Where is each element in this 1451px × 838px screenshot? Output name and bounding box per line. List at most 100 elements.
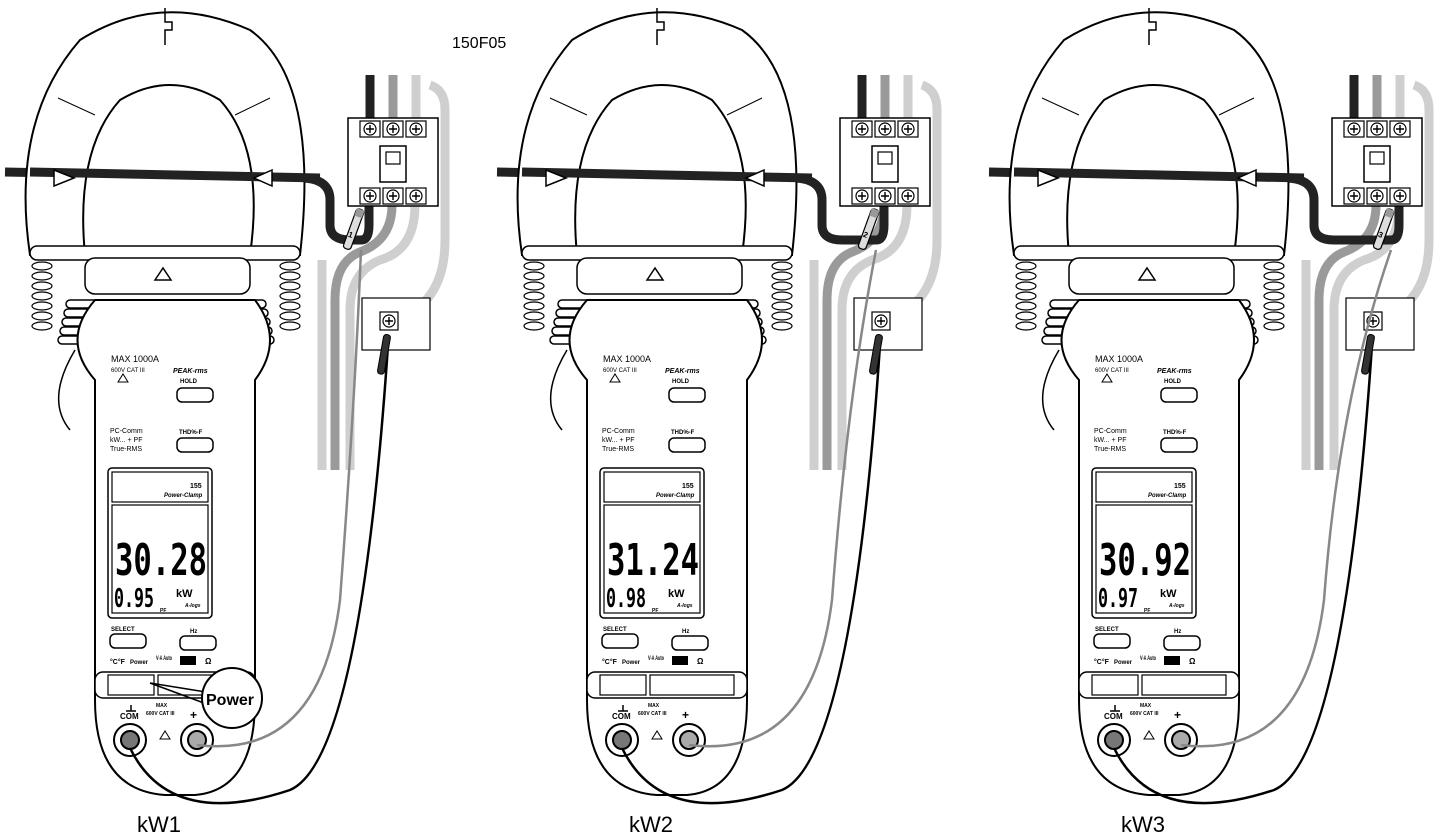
- power-callout-label: Power: [206, 692, 254, 709]
- voltage-lead-to-phase: [196, 249, 363, 748]
- com-label: COM: [612, 712, 631, 721]
- plus-label: +: [1174, 708, 1181, 722]
- grip-rib-left: [1015, 301, 1037, 311]
- com-jack-plug: [1104, 730, 1124, 750]
- peak-label: PEAK-rms: [1157, 368, 1192, 375]
- kw-pf-label: kW... + PF: [110, 437, 142, 444]
- screw-cross: [1350, 125, 1358, 133]
- probe-tip: [354, 208, 365, 219]
- hz-label: Hz: [682, 629, 689, 635]
- probe-number-label: 3: [1377, 230, 1385, 240]
- jaw-arrow-left-icon: [1037, 168, 1061, 188]
- trigger-lever: [550, 349, 568, 431]
- grip-rib-right: [771, 271, 793, 281]
- screw-cross: [366, 125, 374, 133]
- jaw-arrow-right-icon: [252, 168, 273, 188]
- voltage-lead-to-phase: [688, 249, 878, 748]
- lcd-screen: [603, 504, 701, 614]
- jack-cat-label: 600V CAT III: [1130, 711, 1159, 717]
- true-rms-label: True-RMS: [1094, 446, 1126, 453]
- model-plate: [111, 471, 209, 503]
- phase-probe-body: [1372, 208, 1395, 250]
- model-number: 155: [682, 483, 694, 490]
- select-button: [1093, 633, 1131, 649]
- wire-down-3: [345, 204, 420, 470]
- selector-slot-left: [1091, 674, 1139, 696]
- off-label: OFF: [182, 659, 194, 665]
- grip-rib-left: [31, 321, 53, 331]
- off-label: OFF: [1166, 659, 1178, 665]
- screw-cross: [385, 317, 393, 325]
- pf-unit-label: PF: [1144, 608, 1150, 614]
- trigger-lever: [1042, 349, 1060, 431]
- figure-code: 150F05: [452, 35, 506, 52]
- peak-label: PEAK-rms: [665, 368, 700, 375]
- neutral-probe-body: [869, 333, 883, 375]
- pc-comm-label: PC-Comm: [602, 428, 635, 435]
- hz-label: Hz: [1174, 629, 1181, 635]
- grip-rib-left: [1015, 311, 1037, 321]
- screw-cross: [389, 192, 397, 200]
- com-label: COM: [1104, 712, 1123, 721]
- va-auto-label: V-A Auto: [156, 656, 172, 662]
- grip-rib-left: [31, 291, 53, 301]
- jaw-arrow-right-icon: [744, 168, 765, 188]
- selector-slot-left: [599, 674, 647, 696]
- grip-rib-right: [1263, 261, 1285, 271]
- measured-cable: [988, 167, 1404, 245]
- grip-rib-left: [31, 261, 53, 271]
- grip-rib-left: [1015, 321, 1037, 331]
- selector-slot-right: [649, 674, 735, 696]
- grip-rib-left: [523, 301, 545, 311]
- alogs-label: A-logs: [676, 603, 693, 609]
- grip-rib-right: [771, 311, 793, 321]
- selector-slot-left: [107, 674, 155, 696]
- screw-cross: [1373, 125, 1381, 133]
- grip-rib-left: [1015, 261, 1037, 271]
- model-plate: [1095, 471, 1193, 503]
- model-number: 155: [1174, 483, 1186, 490]
- measured-cable: [4, 167, 374, 245]
- thd-label: THD%-F: [671, 430, 695, 436]
- jack-cat-label: 600V CAT III: [146, 711, 175, 717]
- grip-rib-right: [771, 291, 793, 301]
- voltage-lead-to-phase: [1180, 249, 1393, 748]
- screw-cross: [389, 125, 397, 133]
- screw-cross: [1350, 192, 1358, 200]
- max-rating-label: MAX 1000A: [603, 354, 651, 364]
- hold-button: [668, 387, 706, 403]
- power-position-label: Power: [622, 660, 641, 666]
- neutral-probe: [377, 333, 391, 375]
- jaw-tip-notch: [164, 8, 173, 45]
- lcd-sub-reading: 0.97: [1098, 584, 1138, 614]
- grip-rib-left: [523, 291, 545, 301]
- lcd-main-reading: 31.24: [607, 535, 699, 586]
- warning-icon: [651, 730, 663, 740]
- grip-rib-left: [31, 271, 53, 281]
- neutral-probe-body: [1361, 333, 1375, 375]
- panel-caption: kW3: [1121, 812, 1165, 837]
- wire-down-3: [837, 204, 912, 470]
- hold-button: [1160, 387, 1198, 403]
- jaw-arrow-left-icon: [545, 168, 569, 188]
- screw-cross: [858, 125, 866, 133]
- screw-cross: [1373, 192, 1381, 200]
- phase-probe: 3: [1372, 208, 1395, 250]
- breaker-toggle: [1369, 151, 1385, 165]
- com-jack-plug: [120, 730, 140, 750]
- ground-icon: [126, 705, 136, 712]
- off-badge: [1164, 656, 1180, 665]
- lcd-sub-reading: 0.98: [606, 584, 646, 614]
- pc-comm-label: PC-Comm: [1094, 428, 1127, 435]
- warning-icon: [159, 730, 171, 740]
- hz-label: Hz: [190, 629, 197, 635]
- model-name: Power-Clamp: [164, 493, 203, 499]
- grip-rib-right: [1263, 281, 1285, 291]
- probe-number-label: 2: [862, 230, 870, 240]
- screw-cross: [412, 125, 420, 133]
- jaw-tip-notch: [656, 8, 665, 45]
